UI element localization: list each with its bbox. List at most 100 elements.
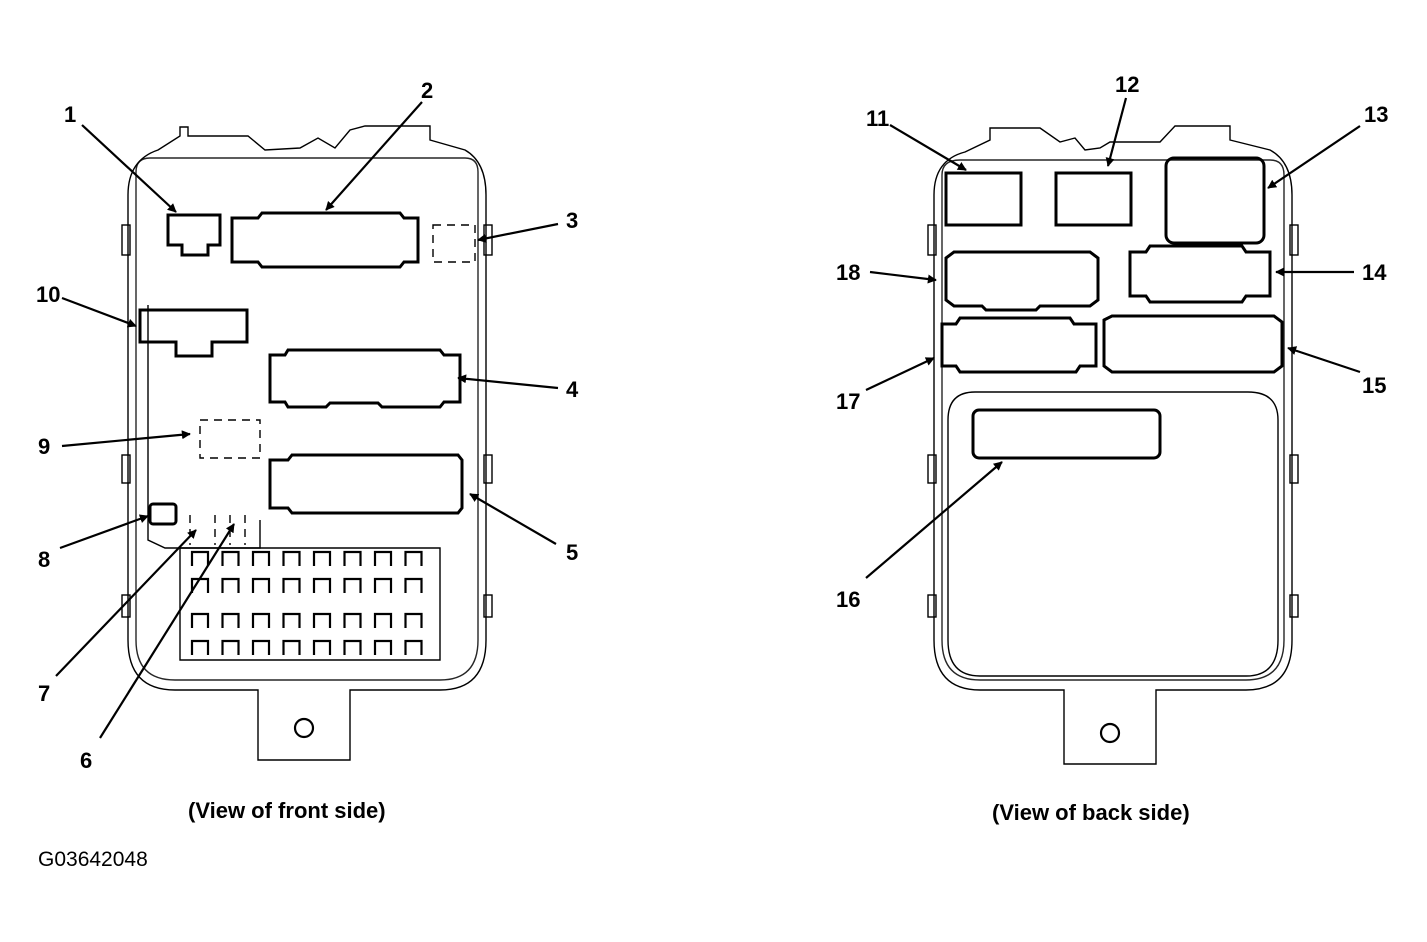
front-side-tab (121, 454, 131, 484)
fuse-slot (221, 612, 240, 628)
fuse-slot (312, 577, 332, 593)
fuse-slot (221, 550, 240, 566)
front-view-caption: (View of front side) (188, 798, 386, 823)
callout-label-13: 13 (1364, 102, 1388, 127)
fuse-slot (282, 639, 301, 655)
front-connector-10 (138, 308, 249, 358)
front-inner-area (147, 305, 261, 549)
leader-12 (1105, 97, 1128, 167)
back-connector-14 (1128, 244, 1272, 304)
back-housing-inner (941, 159, 1285, 681)
callout-label-4: 4 (566, 377, 579, 402)
back-connector-15 (1102, 314, 1284, 374)
leader-10 (61, 296, 137, 328)
callout-label-7: 7 (38, 681, 50, 706)
back-relay-12 (1054, 171, 1133, 227)
back-lower-region (947, 391, 1279, 677)
front-callout-labels: 1 2 3 4 5 6 7 8 9 10 (36, 78, 579, 773)
fuse-slot (312, 550, 332, 566)
fuse-slot (221, 577, 240, 593)
leader-6 (99, 523, 235, 739)
callout-label-11: 11 (866, 106, 889, 131)
figure-code: G03642048 (38, 848, 148, 871)
front-fuse-grid (190, 550, 423, 655)
front-callout-leaders (55, 101, 559, 739)
leader-17 (865, 357, 935, 391)
back-connector-17 (940, 316, 1098, 374)
fuse-slot (343, 550, 362, 566)
front-connector-8 (148, 502, 178, 526)
front-side-tab (483, 454, 493, 484)
fuse-slot (190, 639, 210, 655)
leader-2 (325, 101, 423, 211)
leader-16 (865, 461, 1003, 579)
callout-label-16: 16 (836, 587, 860, 612)
fuse-slot (190, 612, 210, 628)
front-connector-2 (230, 211, 420, 269)
front-housing-inner (135, 157, 479, 681)
back-callout-leaders (865, 97, 1361, 579)
fuse-slot (373, 577, 393, 593)
leader-9 (61, 430, 191, 448)
fuse-slot (373, 639, 393, 655)
back-fuse-box (927, 125, 1299, 765)
callout-label-6: 6 (80, 748, 92, 773)
leader-11 (889, 124, 967, 171)
back-mounting-hole (1099, 722, 1121, 744)
fuse-slot (404, 639, 423, 655)
back-side-tab (1289, 454, 1299, 484)
front-connector-3 (432, 224, 476, 263)
fuse-slot (251, 577, 271, 593)
back-side-tab (927, 454, 937, 484)
front-mounting-hole (293, 717, 315, 739)
back-side-tab (927, 594, 937, 618)
leader-8 (59, 514, 149, 550)
fuse-slot (221, 639, 240, 655)
leader-5 (469, 493, 557, 545)
callout-label-5: 5 (566, 540, 578, 565)
fuse-slot (373, 550, 393, 566)
front-fuse-box (121, 125, 493, 761)
front-housing-outline (127, 125, 487, 761)
fuse-slot (343, 639, 362, 655)
fuse-slot (343, 612, 362, 628)
back-callout-labels: 11 12 13 14 15 16 17 18 (836, 72, 1388, 612)
leader-13 (1267, 125, 1361, 189)
back-housing-outline (933, 125, 1293, 765)
fuse-slot (282, 612, 301, 628)
fuse-slot (190, 550, 210, 566)
callout-label-10: 10 (36, 282, 60, 307)
front-connector-4 (268, 348, 462, 409)
leader-15 (1287, 346, 1361, 374)
callout-label-8: 8 (38, 547, 50, 572)
leader-4 (457, 374, 559, 390)
fuse-slot (404, 550, 423, 566)
fuse-slot (373, 612, 393, 628)
back-connector-16 (971, 408, 1162, 460)
back-view-caption: (View of back side) (992, 800, 1190, 825)
leader-7 (55, 529, 197, 677)
fuse-slot (404, 612, 423, 628)
front-fuse-block (179, 547, 441, 661)
callout-label-12: 12 (1115, 72, 1139, 97)
front-dashed-slots (189, 515, 246, 545)
back-side-tab (1289, 594, 1299, 618)
leader-1 (81, 124, 177, 213)
callout-label-3: 3 (566, 208, 578, 233)
leader-3 (477, 222, 559, 243)
callout-label-9: 9 (38, 434, 50, 459)
fuse-slot (282, 550, 301, 566)
leader-18 (869, 270, 937, 284)
back-relay-11 (944, 171, 1023, 227)
fuse-slot (404, 577, 423, 593)
front-side-tab (483, 594, 493, 618)
back-connector-18 (944, 250, 1100, 312)
front-side-tab (483, 224, 493, 256)
fuse-slot (343, 577, 362, 593)
fuse-slot (251, 639, 271, 655)
fuse-slot (282, 577, 301, 593)
callout-label-17: 17 (836, 389, 860, 414)
front-connector-5 (268, 453, 464, 515)
fuse-slot (312, 639, 332, 655)
